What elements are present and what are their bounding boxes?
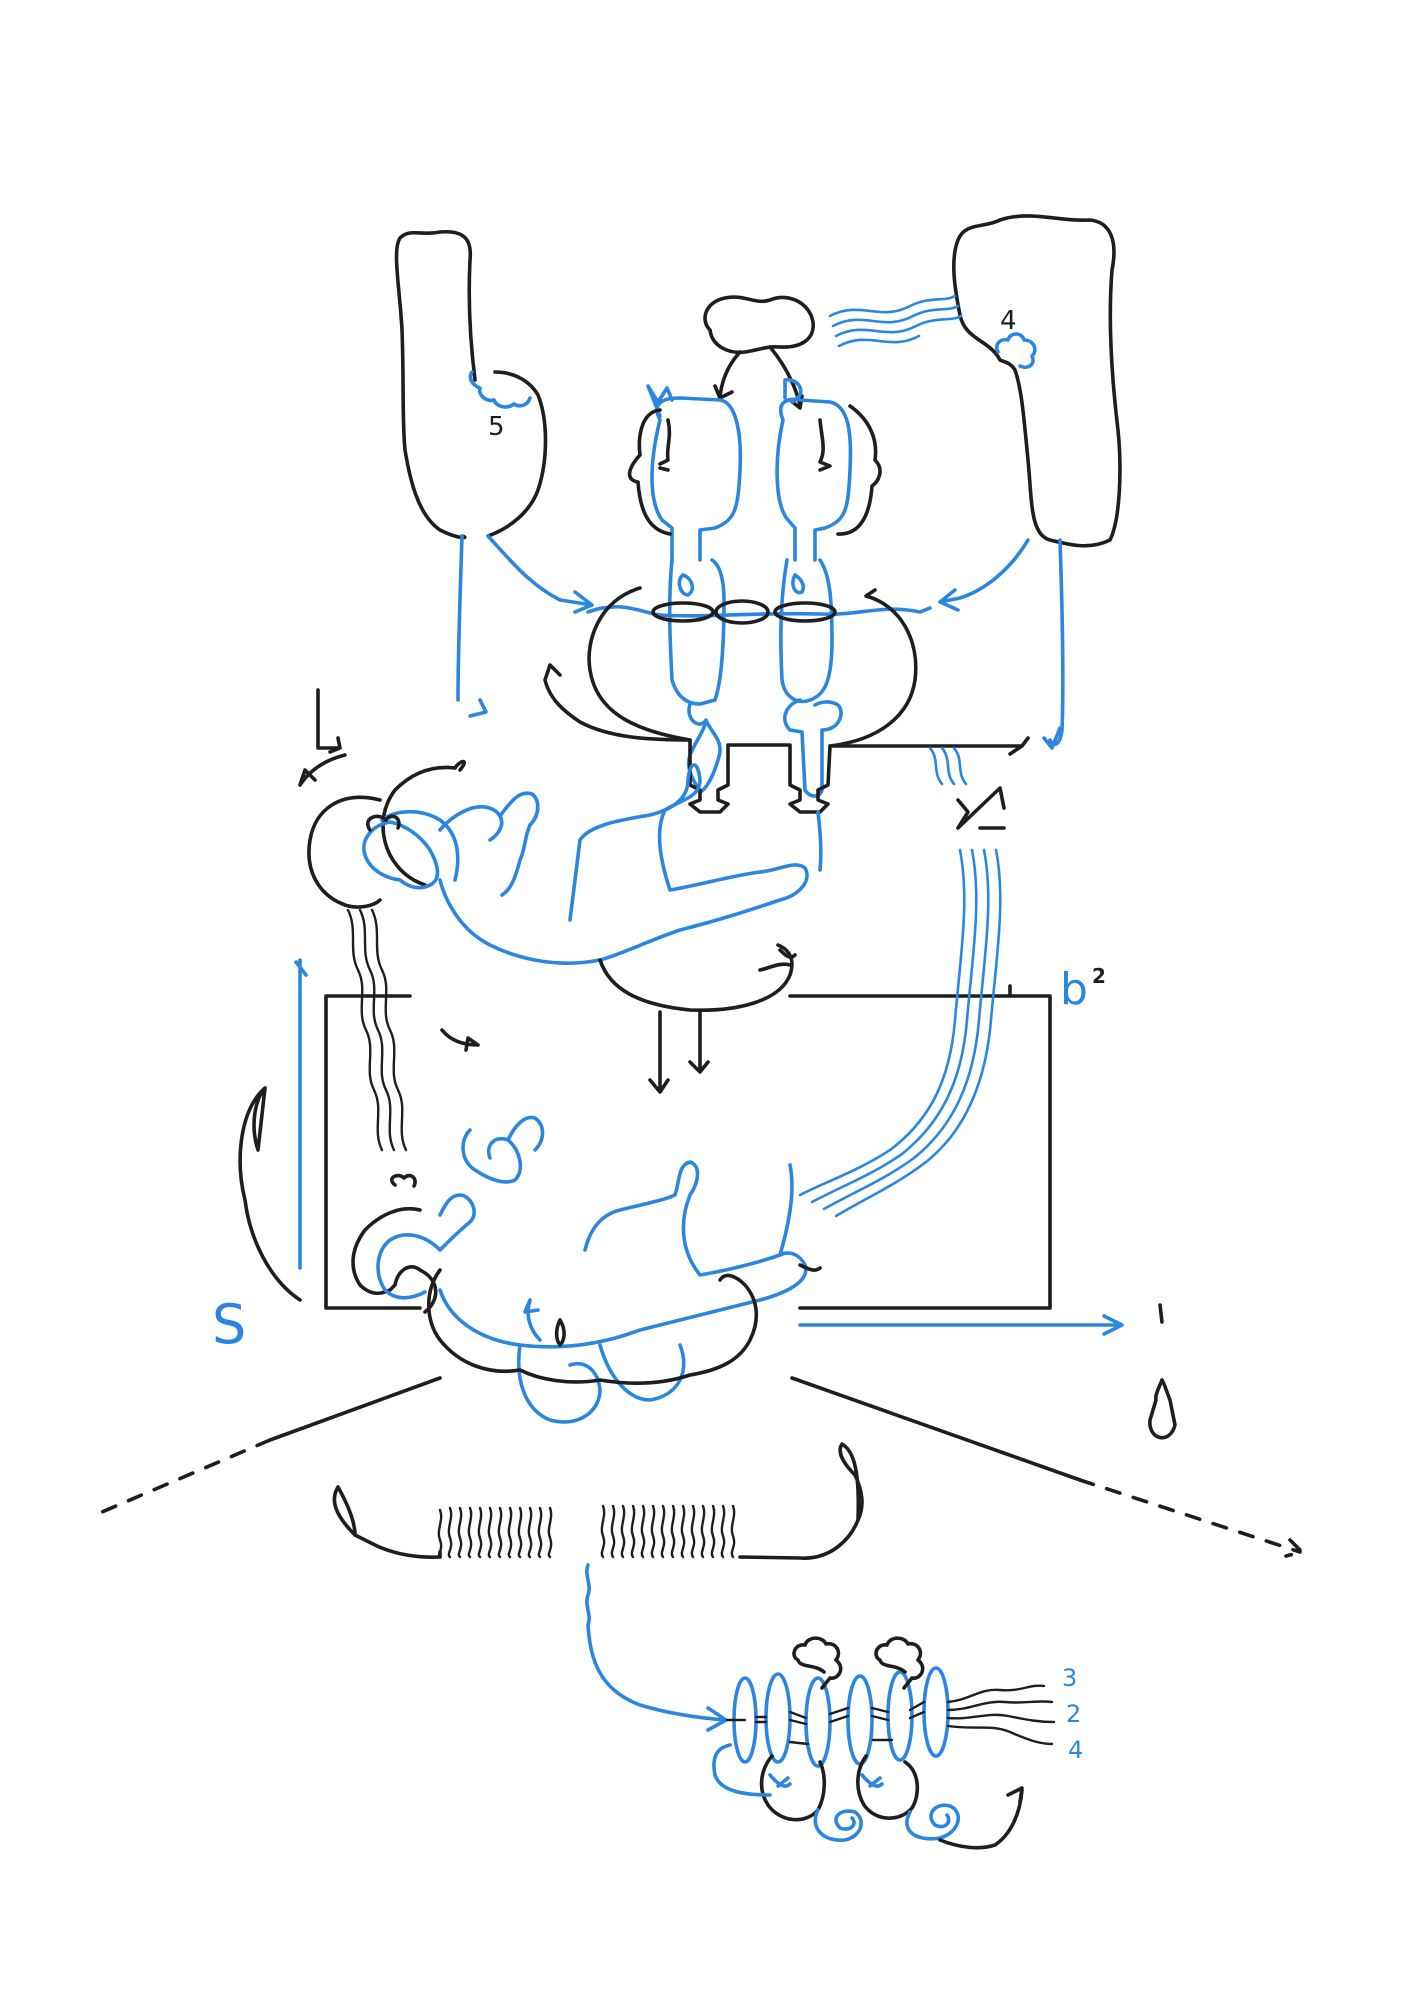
blue-flame xyxy=(686,702,722,794)
blue-arrow-right xyxy=(798,1314,1124,1336)
perspective-lines xyxy=(93,1376,1304,1558)
number-3: 3 xyxy=(1062,1664,1078,1692)
blue-wavy-lines-top xyxy=(828,294,963,348)
blue-vertical-line xyxy=(294,958,308,1270)
blue-bead-cluster-left xyxy=(468,370,532,409)
flag-icon xyxy=(783,378,803,404)
twin-figures xyxy=(586,378,932,798)
b-letter: b xyxy=(1060,964,1088,1015)
right-blob-digit: 4 xyxy=(1000,306,1017,336)
blue-arrow-right-in xyxy=(938,538,1030,612)
left-blob-digit: 5 xyxy=(488,412,505,442)
blue-arrow-left-in xyxy=(486,534,594,614)
comb-basin xyxy=(332,1442,864,1560)
corner-bracket-top-left xyxy=(316,688,342,754)
blue-arrow-right-down xyxy=(1042,538,1065,750)
lower-reclining-figure xyxy=(351,1115,822,1424)
blue-knot-left xyxy=(813,1808,863,1842)
blue-wavy-arc xyxy=(798,848,1002,1218)
teardrop-right xyxy=(1148,1378,1177,1440)
corner-bracket-diagonal xyxy=(956,786,1006,830)
blue-drip-lines xyxy=(928,746,968,786)
crown-icon xyxy=(646,384,674,418)
wavy-lines-left-vertical xyxy=(346,908,408,1152)
left-blob xyxy=(394,230,594,718)
b-superscript: 2 xyxy=(1092,964,1106,988)
comb-teeth-right xyxy=(600,1504,736,1559)
blue-arrow-to-spool xyxy=(585,1563,728,1732)
spiral-cloud-right xyxy=(874,1636,925,1690)
small-drop-icon xyxy=(554,1318,566,1347)
number-4: 4 xyxy=(1068,1736,1084,1764)
black-wavy-strands xyxy=(946,1684,1056,1746)
top-cloud-blob xyxy=(703,295,815,355)
spiral-cloud-left xyxy=(792,1636,843,1690)
right-blob xyxy=(828,214,1122,750)
comb-teeth-left xyxy=(437,1506,553,1559)
upper-reclining-figure xyxy=(298,753,823,1152)
blue-knot-right xyxy=(905,1803,961,1841)
blue-bead-cluster-right xyxy=(994,332,1037,370)
number-2: 2 xyxy=(1066,1700,1082,1728)
s-letter: S xyxy=(212,1293,247,1356)
spool-assembly xyxy=(712,1636,1056,1850)
blue-arrow-left-down xyxy=(456,534,488,718)
blue-thread xyxy=(816,810,823,872)
frame-rectangle xyxy=(238,958,1177,1440)
left-leaf-curl xyxy=(238,1086,302,1302)
saucer-structure xyxy=(316,586,1030,830)
